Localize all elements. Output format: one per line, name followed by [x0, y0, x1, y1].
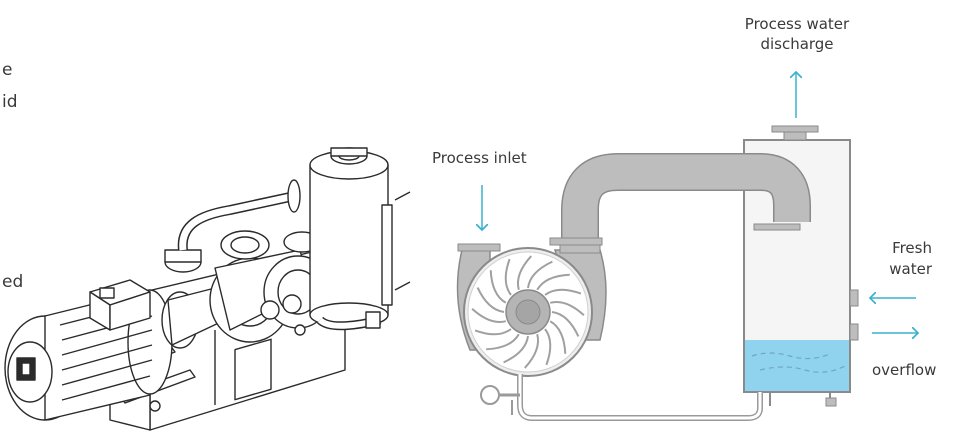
process-water-discharge-label-line1: Process water	[744, 15, 850, 33]
impeller-blade	[517, 255, 532, 291]
impeller-blade	[489, 270, 507, 304]
fresh-water-label-line1: Fresh	[892, 239, 932, 257]
impeller-blade	[536, 273, 570, 291]
impeller-blade	[474, 328, 512, 336]
overflow-label: overflow	[872, 361, 937, 379]
impeller-blade	[471, 308, 507, 323]
cutoff-text-3: ed	[2, 272, 24, 292]
impeller-blade	[544, 328, 552, 366]
process-water-discharge-label-line2: discharge	[760, 35, 834, 53]
impeller-blade	[551, 311, 580, 337]
liquid-ring-pump	[456, 237, 607, 377]
fresh-water-label-line2: water	[889, 260, 932, 278]
impeller-blade	[549, 301, 585, 316]
return-line	[480, 374, 763, 421]
water-level	[745, 340, 849, 391]
impeller-blade	[486, 333, 520, 351]
impeller-blade	[527, 260, 553, 289]
overhead-pipe	[561, 153, 811, 238]
cutoff-text-1: e	[2, 60, 13, 80]
impeller-blade	[504, 258, 512, 296]
impeller-blade	[549, 320, 567, 354]
impeller-blade	[524, 333, 539, 369]
impeller-blade	[503, 335, 529, 364]
process-inlet-label: Process inlet	[432, 149, 527, 167]
cutoff-text-2: id	[2, 92, 18, 112]
impeller-blade	[476, 287, 505, 313]
impeller-blade	[544, 288, 582, 296]
